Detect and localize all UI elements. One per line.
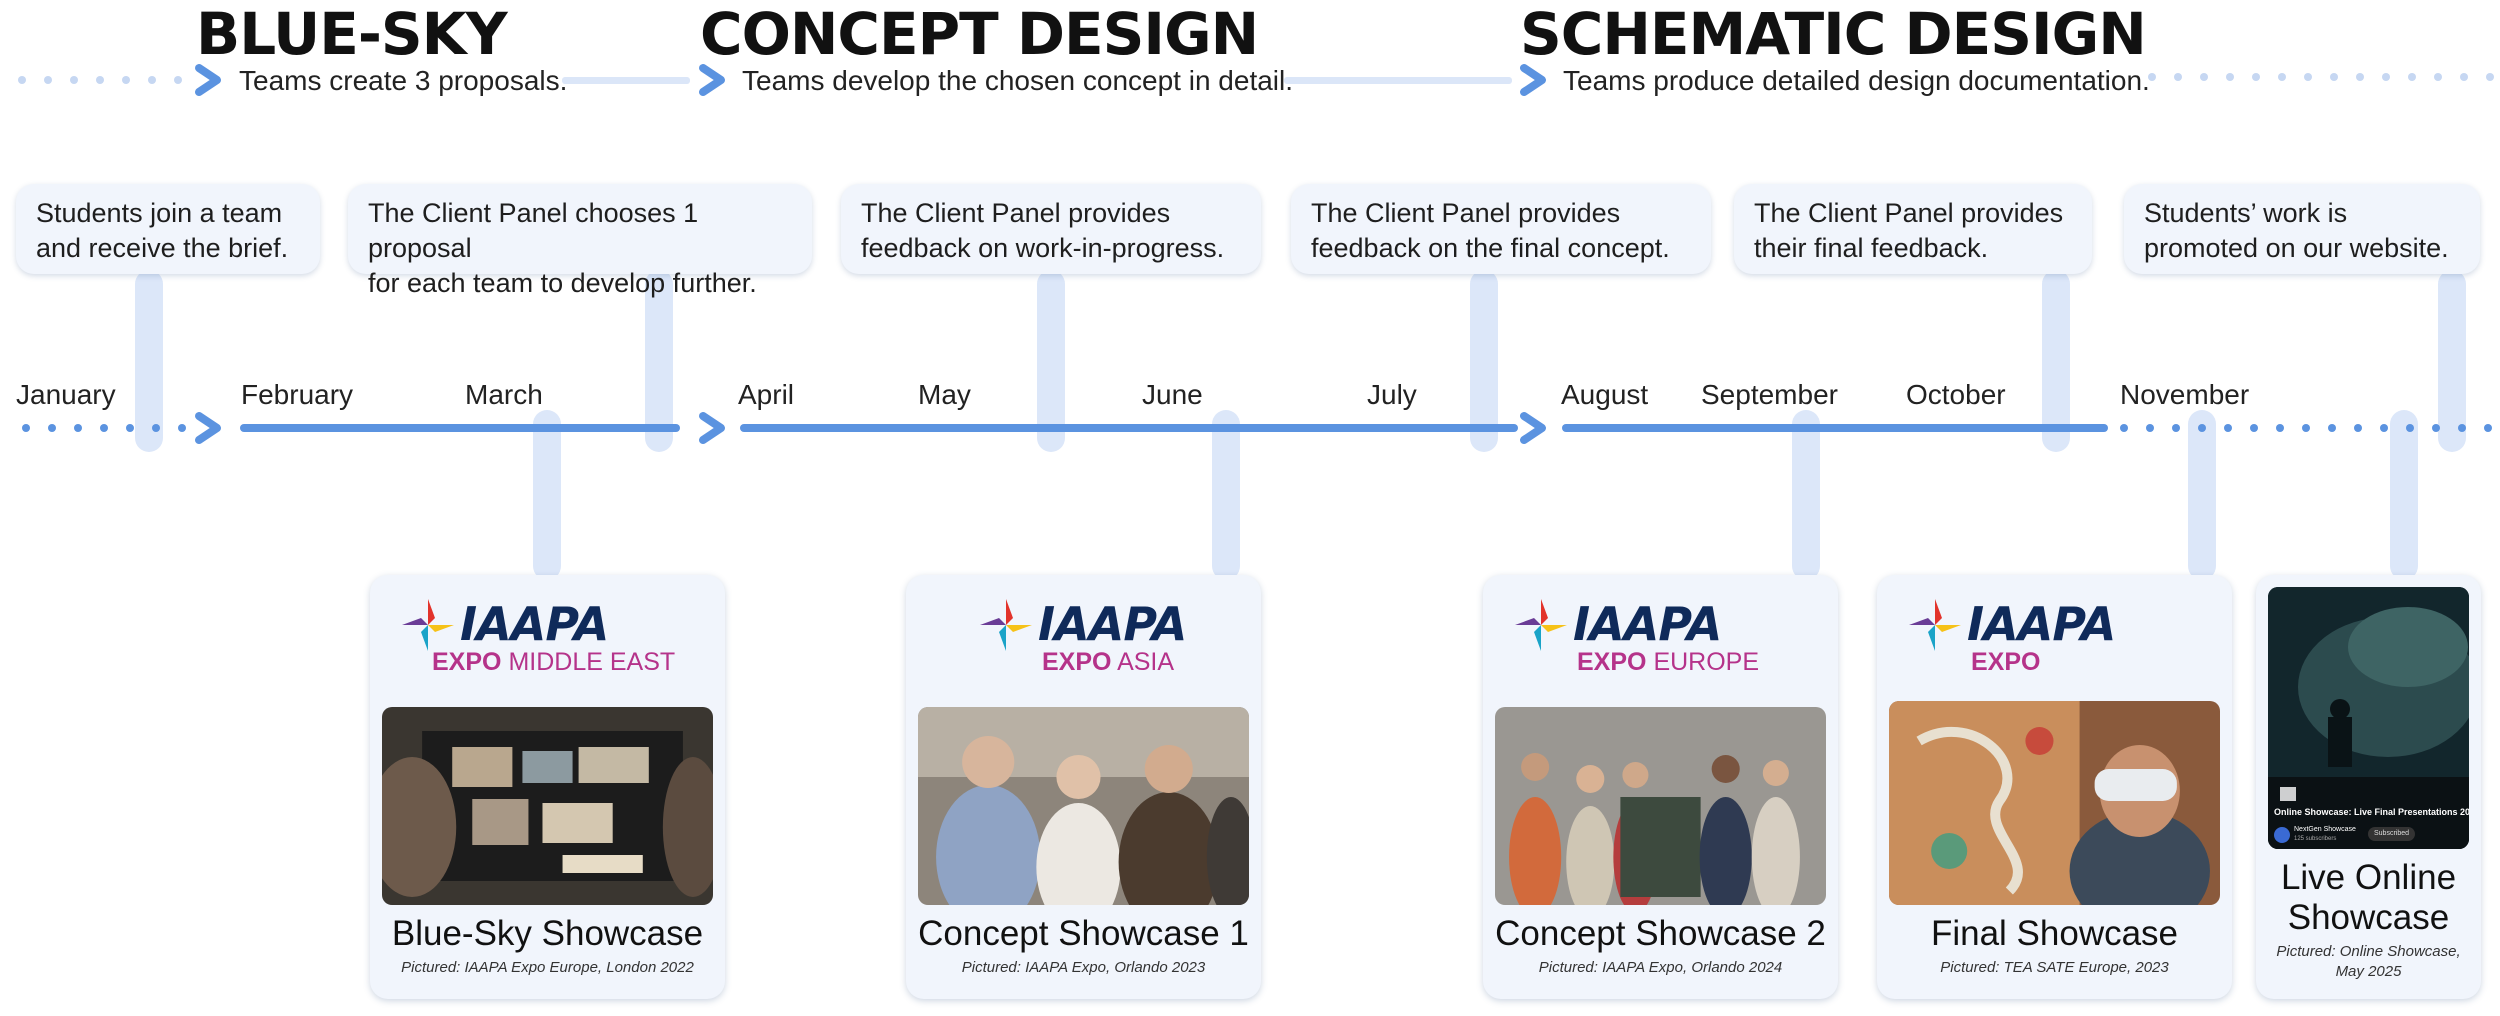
showcase-card: IAAPA EXPO EUROPE Concept Showcase 2 Pic… — [1483, 575, 1838, 999]
showcase-caption: Pictured: IAAPA Expo Europe, London 2022 — [370, 959, 725, 976]
showcase-caption: Pictured: Online Showcase, May 2025 — [2256, 942, 2481, 982]
showcase-card: Online Showcase: Live Final Presentation… — [2256, 575, 2481, 999]
milestone-bubble: The Client Panel provides feedback on wo… — [841, 184, 1261, 274]
iaapa-logo: IAAPA EXPO ASIA — [978, 597, 1278, 673]
month-label: August — [1561, 378, 1648, 412]
iaapa-logo: IAAPA EXPO EUROPE — [1513, 597, 1813, 673]
milestone-text: for each team to develop further. — [368, 266, 792, 301]
showcase-photo — [918, 707, 1249, 905]
milestone-text: feedback on the final concept. — [1311, 231, 1691, 266]
showcase-title: Blue-Sky Showcase — [370, 913, 725, 955]
showcase-photo — [1889, 701, 2220, 905]
milestone-text: Students join a team — [36, 196, 300, 231]
showcase-caption: Pictured: TEA SATE Europe, 2023 — [1877, 959, 2232, 976]
iaapa-logo: IAAPA EXPO — [1907, 597, 2207, 673]
milestone-text: and receive the brief. — [36, 231, 300, 266]
showcase-photo — [1495, 707, 1826, 905]
month-label: April — [738, 378, 794, 412]
logo-region: EXPO ASIA — [1042, 649, 1174, 675]
showcase-caption: Pictured: IAAPA Expo, Orlando 2023 — [906, 959, 1261, 976]
milestone-text: feedback on work-in-progress. — [861, 231, 1241, 266]
chevron-icon — [199, 416, 217, 440]
milestone-text: The Client Panel provides — [861, 196, 1241, 231]
logo-region: EXPO — [1971, 649, 2040, 675]
channel-name: NextGen Showcase — [2294, 826, 2356, 833]
month-label: March — [465, 378, 543, 412]
milestone-text: their final feedback. — [1754, 231, 2072, 266]
month-label: February — [241, 378, 353, 412]
phase-title-schematic-design: SCHEMATIC DESIGN — [1520, 0, 2146, 68]
milestone-text: promoted on our website. — [2144, 231, 2460, 266]
channel-avatar — [2274, 827, 2290, 843]
logo-region: EXPO EUROPE — [1577, 649, 1759, 675]
showcase-title: Live Online Showcase — [2256, 858, 2481, 938]
video-title: Online Showcase: Live Final Presentation… — [2274, 807, 2469, 817]
showcase-title: Final Showcase — [1877, 913, 2232, 955]
logo-wordmark: IAAPA — [1967, 599, 2115, 649]
chevron-icon — [1524, 68, 1542, 92]
showcase-title: Concept Showcase 1 — [906, 913, 1261, 955]
month-label: May — [918, 378, 971, 412]
iaapa-star-icon — [978, 597, 1034, 653]
logo-wordmark: IAAPA — [1038, 599, 1186, 649]
milestone-text: The Client Panel provides — [1311, 196, 1691, 231]
showcase-photo — [382, 707, 713, 905]
chevron-icon — [1524, 416, 1542, 440]
iaapa-star-icon — [1513, 597, 1569, 653]
chevron-icon — [703, 68, 721, 92]
chevron-icon — [199, 68, 217, 92]
showcase-title: Concept Showcase 2 — [1483, 913, 1838, 955]
showcase-card: IAAPA EXPO ASIA Concept Showcase 1 Pictu… — [906, 575, 1261, 999]
milestone-bubble: Students’ work is promoted on our websit… — [2124, 184, 2480, 274]
phase-description: Teams develop the chosen concept in deta… — [742, 64, 1293, 98]
phase-description: Teams produce detailed design documentat… — [1563, 64, 2150, 98]
logo-wordmark: IAAPA — [460, 599, 608, 649]
showcase-caption: Pictured: IAAPA Expo, Orlando 2024 — [1483, 959, 1838, 976]
video-thumbnail[interactable]: Online Showcase: Live Final Presentation… — [2268, 587, 2469, 849]
month-label: January — [16, 378, 116, 412]
month-label: October — [1906, 378, 2006, 412]
phase-title-blue-sky: BLUE-SKY — [196, 0, 507, 68]
showcase-card: IAAPA EXPO Final Showcase Pictured: TEA … — [1877, 575, 2232, 999]
milestone-text: The Client Panel chooses 1 proposal — [368, 196, 792, 266]
month-label: July — [1367, 378, 1417, 412]
month-label: June — [1142, 378, 1203, 412]
milestone-text: The Client Panel provides — [1754, 196, 2072, 231]
milestone-text: Students’ work is — [2144, 196, 2460, 231]
phase-description: Teams create 3 proposals. — [239, 64, 567, 98]
milestone-bubble: The Client Panel provides feedback on th… — [1291, 184, 1711, 274]
iaapa-logo: IAAPA EXPO MIDDLE EAST — [400, 597, 700, 673]
milestone-bubble: The Client Panel chooses 1 proposal for … — [348, 184, 812, 274]
iaapa-star-icon — [400, 597, 456, 653]
subscribe-button[interactable]: Subscribed — [2368, 827, 2415, 841]
month-label: September — [1701, 378, 1838, 412]
phase-title-concept-design: CONCEPT DESIGN — [700, 0, 1258, 68]
iaapa-star-icon — [1907, 597, 1963, 653]
chevron-icon — [703, 416, 721, 440]
showcase-card: IAAPA EXPO MIDDLE EAST Blue-Sky Showcase… — [370, 575, 725, 999]
logo-wordmark: IAAPA — [1573, 599, 1721, 649]
milestone-bubble: The Client Panel provides their final fe… — [1734, 184, 2092, 274]
logo-region: EXPO MIDDLE EAST — [432, 649, 675, 675]
milestone-bubble: Students join a team and receive the bri… — [16, 184, 320, 274]
month-label: November — [2120, 378, 2249, 412]
channel-subscribers: 125 subscribers — [2294, 836, 2336, 842]
